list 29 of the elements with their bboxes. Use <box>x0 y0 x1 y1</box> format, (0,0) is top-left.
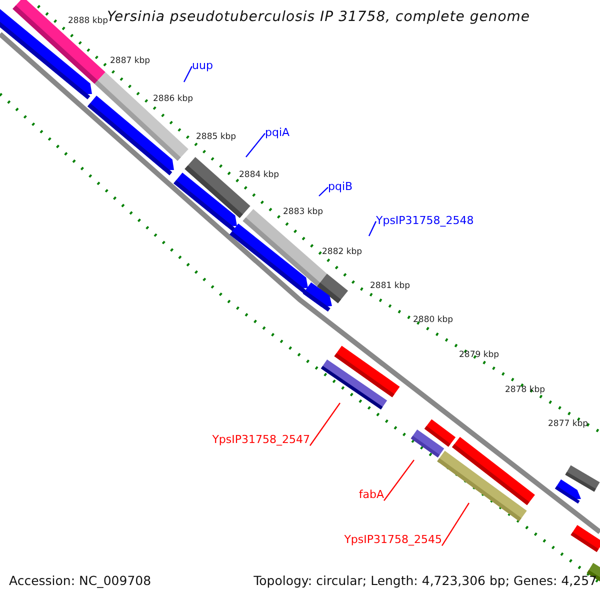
tick-label: 2887 kbp <box>110 57 150 67</box>
gene-label: uup <box>192 60 213 73</box>
leader-line <box>368 221 377 236</box>
tick-label: 2882 kbp <box>322 248 362 258</box>
leader-line <box>318 186 328 196</box>
leader-line <box>183 66 193 82</box>
tick-label: 2879 kbp <box>459 351 500 361</box>
leader-line <box>310 402 340 446</box>
tick-label: 2877 kbp <box>548 420 588 430</box>
leader-line <box>384 460 414 501</box>
footer-text: Topology: circular; Length: 4,723,306 bp; Genes: 4,257 <box>254 574 597 588</box>
tick-label: 2878 kbp <box>505 386 546 396</box>
title: Yersinia pseudotuberculosis IP 31758, complete genome <box>107 9 530 26</box>
tick-label: 2888 kbp <box>68 17 108 27</box>
footer-text: Accession: NC_009708 <box>9 574 152 588</box>
tick-label: 2886 kbp <box>153 95 194 105</box>
gene-label: YpsIP31758_2548 <box>376 215 474 228</box>
tick-label: 2881 kbp <box>370 282 410 292</box>
gene-label: fabA <box>358 489 384 502</box>
tick-label: 2884 kbp <box>239 171 280 181</box>
gene-label: pqiB <box>328 181 353 194</box>
gene-label: YpsIP31758_2547 <box>212 434 310 447</box>
leader-line <box>442 502 470 546</box>
leader-line <box>246 132 266 158</box>
tick-label: 2885 kbp <box>196 133 236 143</box>
gene-label: YpsIP31758_2545 <box>344 534 442 547</box>
gene-label: pqiA <box>265 127 290 140</box>
tick-label: 2880 kbp <box>413 316 454 326</box>
tick-label: 2883 kbp <box>283 208 324 218</box>
